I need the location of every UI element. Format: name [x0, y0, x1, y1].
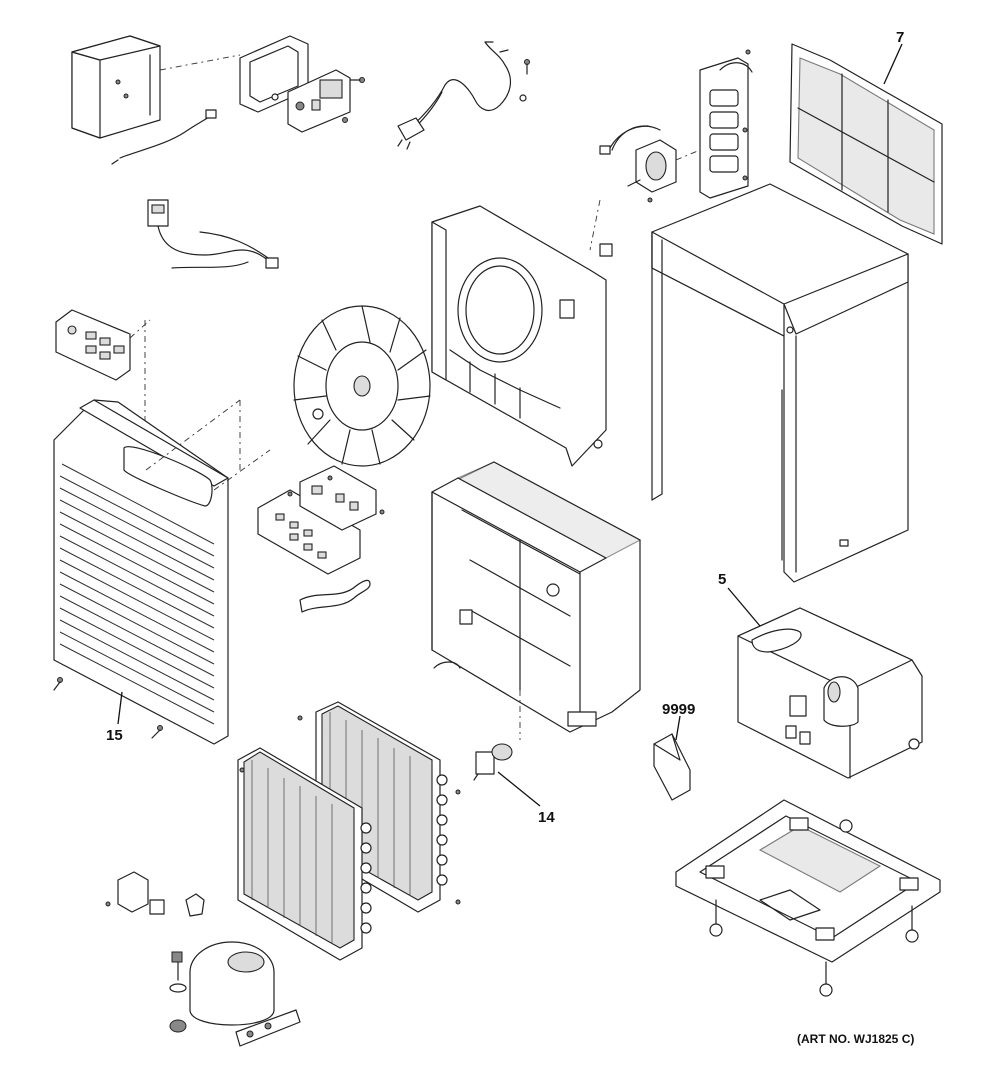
control-panel-decal[interactable] — [55, 309, 131, 381]
control-pcb[interactable] — [287, 465, 385, 531]
fan-motor[interactable] — [599, 125, 677, 203]
art-number: (ART NO. WJ1825 C) — [797, 1032, 914, 1046]
relay-board[interactable] — [287, 69, 365, 133]
caster-base[interactable] — [675, 799, 941, 997]
callout-15: 15 — [106, 727, 123, 744]
base-chassis[interactable] — [431, 461, 642, 733]
wire-harness-small[interactable] — [111, 109, 217, 165]
humidity-sensor-harness[interactable] — [147, 199, 279, 269]
literature-envelope[interactable] — [653, 733, 691, 801]
callout-14: 14 — [538, 809, 555, 826]
control-keypad[interactable] — [257, 489, 361, 575]
float-switch[interactable] — [473, 743, 513, 781]
cabinet-case[interactable] — [651, 183, 909, 583]
air-filter[interactable] — [789, 43, 943, 245]
front-grille-panel[interactable] — [53, 399, 229, 745]
compressor[interactable] — [169, 941, 301, 1047]
water-bucket[interactable] — [737, 607, 923, 779]
leader-9999 — [675, 715, 681, 741]
control-box[interactable] — [71, 35, 161, 139]
motor-mount-bracket[interactable] — [699, 49, 753, 199]
caster-wheels — [709, 819, 919, 997]
ribbon-cable[interactable] — [299, 579, 371, 613]
callout-9999: 9999 — [662, 701, 695, 718]
leader-5 — [727, 587, 761, 627]
callout-5: 5 — [718, 571, 726, 588]
overload-relay[interactable] — [105, 871, 205, 917]
power-cord[interactable] — [397, 41, 530, 150]
leader-7 — [883, 43, 903, 85]
condenser-coil[interactable] — [237, 747, 372, 961]
blower-wheel[interactable] — [293, 305, 431, 467]
leader-14 — [497, 771, 541, 807]
blower-scroll-housing[interactable] — [431, 205, 613, 467]
leader-15 — [117, 691, 123, 725]
callout-7: 7 — [896, 29, 904, 46]
